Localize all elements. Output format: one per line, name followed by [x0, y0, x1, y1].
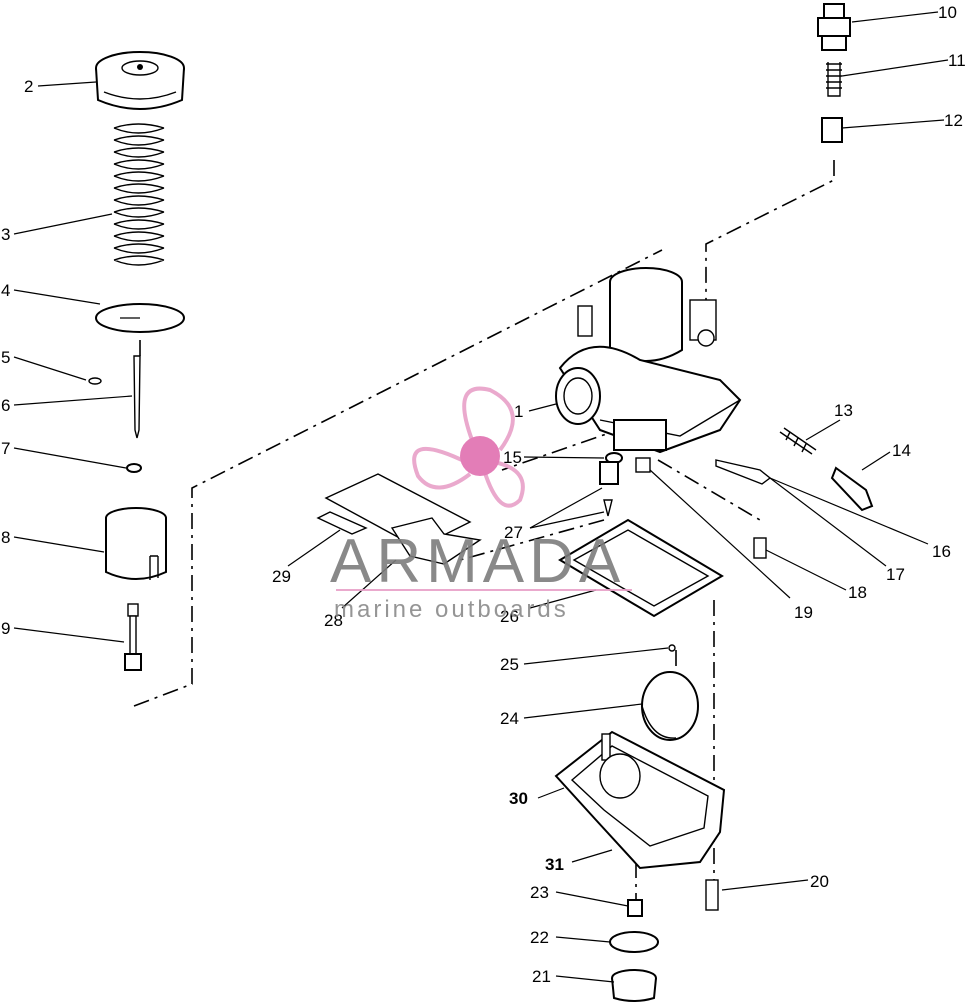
jet-needle	[133, 355, 141, 439]
needle-clip	[88, 377, 102, 385]
main-jet-parts	[599, 461, 619, 517]
callout-9: 9	[1, 619, 10, 638]
pilot-jet	[635, 457, 651, 473]
callout-14: 14	[892, 441, 911, 460]
callout-22: 22	[530, 928, 549, 947]
callout-31: 31	[545, 855, 564, 874]
main-jet	[627, 899, 643, 917]
callout-24: 24	[500, 709, 519, 728]
inlet-valve-spring	[826, 62, 842, 97]
inlet-valve-seat	[821, 117, 843, 143]
callout-8: 8	[1, 528, 10, 547]
watermark-brand: ARMADA	[330, 527, 625, 596]
callout-3: 3	[1, 225, 10, 244]
callout-25: 25	[500, 655, 519, 674]
carb-top-cap	[95, 51, 185, 110]
callout-7: 7	[1, 439, 10, 458]
callout-11: 11	[948, 51, 965, 70]
float-pin	[668, 644, 676, 652]
air-screw	[715, 459, 772, 485]
throttle-spring	[113, 123, 165, 266]
inlet-fitting	[817, 3, 851, 51]
callout-6: 6	[1, 396, 10, 415]
callout-2: 2	[24, 77, 33, 96]
armada-watermark: ARMADA marine outboards	[330, 386, 632, 623]
callout-10: 10	[938, 3, 957, 22]
callout-26: 26	[500, 607, 519, 626]
callout-1: 1	[514, 402, 523, 421]
callout-21: 21	[532, 967, 551, 986]
callout-28: 28	[324, 611, 343, 630]
leader-lines	[13, 11, 949, 983]
callout-29: 29	[272, 567, 291, 586]
callout-18: 18	[848, 583, 867, 602]
float	[641, 671, 699, 741]
callout-20: 20	[810, 872, 829, 891]
callout-19: 19	[794, 603, 813, 622]
bowl-screw	[705, 879, 719, 911]
idle-screw-spring	[779, 427, 817, 455]
idle-adjust-screw	[830, 466, 874, 512]
float-arm	[390, 517, 482, 565]
callout-5: 5	[1, 348, 10, 367]
callout-23: 23	[530, 883, 549, 902]
float-bowl	[554, 730, 726, 870]
drain-o-ring	[609, 931, 659, 953]
callout-15: 15	[503, 448, 522, 467]
needle-jet	[124, 603, 142, 671]
throttle-slide	[105, 507, 167, 580]
watermark-tagline: marine outboards	[334, 596, 569, 623]
callout-12: 12	[944, 111, 963, 130]
callout-27: 27	[504, 523, 523, 542]
callout-16: 16	[932, 542, 951, 561]
callout-13: 13	[834, 401, 853, 420]
needle-retainer-plate	[95, 303, 185, 333]
drain-plug	[611, 969, 657, 1002]
carburetor-body	[555, 267, 742, 454]
propeller-icon	[412, 386, 525, 508]
callout-4: 4	[1, 281, 10, 300]
plug-screw	[753, 537, 767, 559]
needle-washer	[126, 463, 142, 473]
callout-30: 30	[509, 789, 528, 808]
callout-17: 17	[886, 565, 905, 584]
